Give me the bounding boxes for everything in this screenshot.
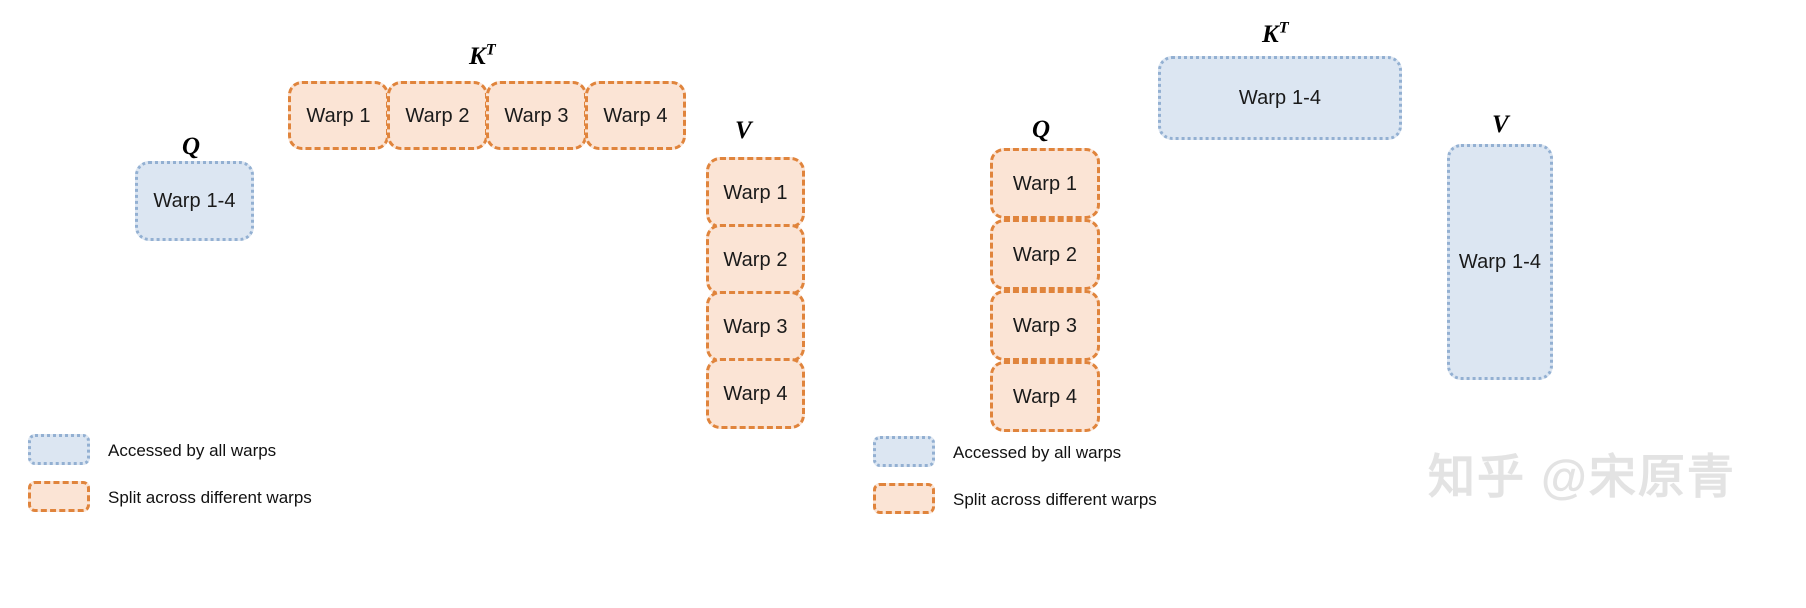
block-text: Warp 2 bbox=[723, 248, 788, 271]
left-kt-label: KT bbox=[469, 40, 496, 70]
block-text: Warp 3 bbox=[723, 315, 788, 338]
right-q-block-warp-4: Warp 4 bbox=[990, 361, 1100, 432]
right-legend-swatch-accessed-all bbox=[873, 436, 935, 467]
left-kt-block-warp-4: Warp 4 bbox=[585, 81, 686, 150]
block-text: Warp 1 bbox=[306, 104, 371, 127]
left-v-block-warp-4: Warp 4 bbox=[706, 358, 805, 429]
left-q-block-warp-1-4: Warp 1-4 bbox=[135, 161, 254, 241]
left-v-block-warp-2: Warp 2 bbox=[706, 224, 805, 295]
left-q-label: Q bbox=[182, 133, 201, 160]
left-v-label: V bbox=[735, 117, 752, 144]
left-legend-label-split-across: Split across different warps bbox=[108, 488, 312, 507]
right-kt-label: KT bbox=[1262, 18, 1289, 48]
left-v-block-warp-1: Warp 1 bbox=[706, 157, 805, 228]
left-legend-swatch-accessed-all bbox=[28, 434, 90, 465]
block-text: Warp 1-4 bbox=[1238, 87, 1322, 109]
watermark: 知乎 @宋原青 bbox=[1428, 450, 1736, 503]
right-q-block-warp-1: Warp 1 bbox=[990, 148, 1100, 219]
right-v-label: V bbox=[1492, 111, 1509, 138]
right-q-label: Q bbox=[1032, 116, 1051, 143]
left-v-block-warp-3: Warp 3 bbox=[706, 291, 805, 362]
left-legend-swatch-split-across bbox=[28, 481, 90, 512]
left-legend-label-accessed-all: Accessed by all warps bbox=[108, 441, 277, 460]
left-kt-block-warp-3: Warp 3 bbox=[486, 81, 587, 150]
right-q-block-warp-2: Warp 2 bbox=[990, 219, 1100, 290]
block-text: Warp 1-4 bbox=[1458, 251, 1542, 273]
right-q-block-warp-3: Warp 3 bbox=[990, 290, 1100, 361]
block-text: Warp 1 bbox=[1012, 172, 1078, 195]
left-kt-block-warp-1: Warp 1 bbox=[288, 81, 389, 150]
block-text: Warp 3 bbox=[504, 104, 569, 127]
block-text: Warp 1-4 bbox=[153, 190, 236, 212]
right-legend-swatch-split-across bbox=[873, 483, 935, 514]
right-v-block-warp-1-4: Warp 1-4 bbox=[1447, 144, 1553, 380]
right-kt-block-warp-1-4: Warp 1-4 bbox=[1158, 56, 1402, 140]
right-legend-label-split-across: Split across different warps bbox=[953, 490, 1157, 509]
block-text: Warp 4 bbox=[723, 382, 788, 405]
left-kt-block-warp-2: Warp 2 bbox=[387, 81, 488, 150]
block-text: Warp 3 bbox=[1012, 314, 1078, 337]
block-text: Warp 1 bbox=[723, 181, 788, 204]
block-text: Warp 2 bbox=[1012, 243, 1078, 266]
block-text: Warp 2 bbox=[405, 104, 470, 127]
right-legend-label-accessed-all: Accessed by all warps bbox=[953, 443, 1122, 462]
block-text: Warp 4 bbox=[1012, 385, 1078, 408]
block-text: Warp 4 bbox=[603, 104, 668, 127]
